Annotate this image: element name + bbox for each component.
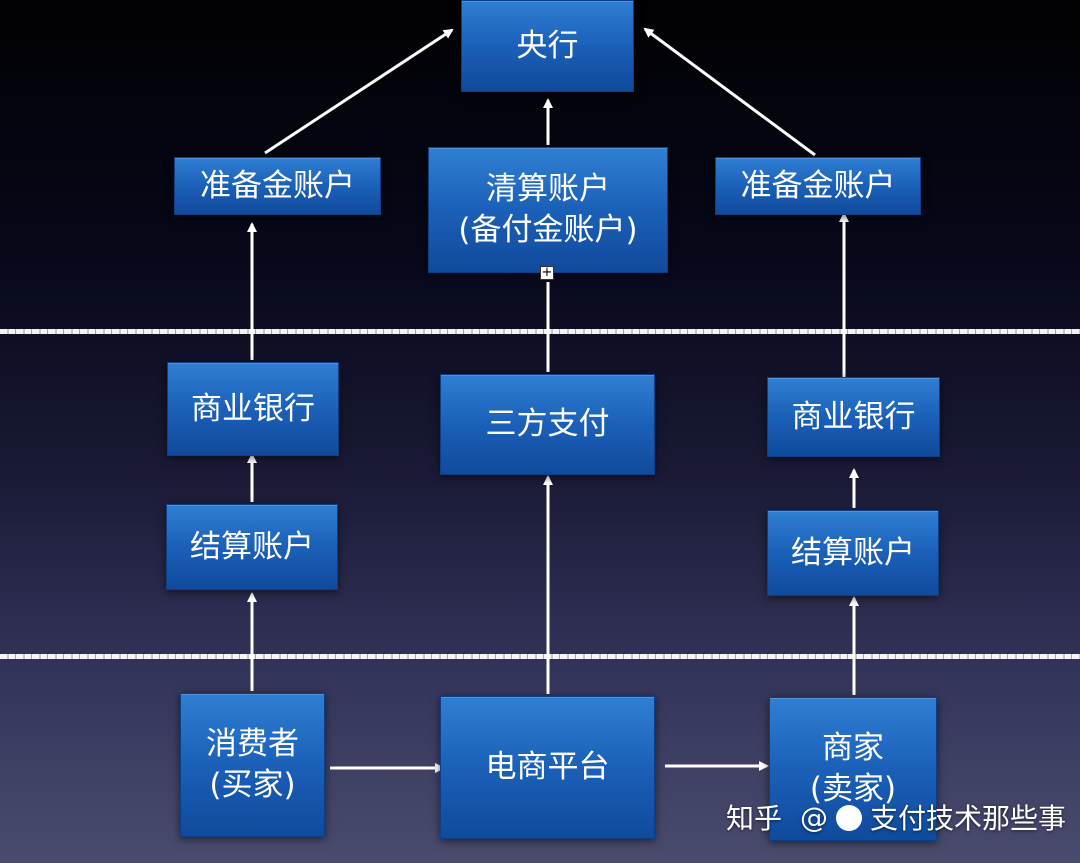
- watermark: 知乎 @ 支付技术那些事: [726, 797, 1066, 837]
- node-consumer-label: 消费者: [206, 726, 299, 763]
- node-ecommerce-platform-label: 电商平台: [485, 749, 610, 786]
- node-settlement-account-right: 结算账户: [767, 510, 939, 596]
- node-consumer-sublabel: (买家): [209, 767, 296, 803]
- watermark-author: 支付技术那些事: [870, 802, 1067, 835]
- node-central-bank-label: 央行: [516, 27, 579, 64]
- node-reserve-account-right-label: 准备金账户: [740, 167, 896, 204]
- arrow-reserve-right-to-central-bank: [643, 27, 816, 157]
- node-reserve-account-left: 准备金账户: [174, 157, 381, 215]
- node-settlement-account-left: 结算账户: [166, 504, 338, 590]
- node-clearing-account: 清算账户 (备付金账户): [428, 147, 668, 273]
- node-commercial-bank-right-label: 商业银行: [791, 398, 916, 435]
- node-settlement-account-left-label: 结算账户: [190, 528, 314, 565]
- node-consumer: 消费者 (买家): [180, 693, 325, 837]
- node-reserve-account-left-label: 准备金账户: [200, 167, 355, 204]
- node-commercial-bank-left-label: 商业银行: [191, 390, 315, 427]
- node-central-bank: 央行: [461, 0, 634, 92]
- node-third-party-payment: 三方支付: [440, 374, 655, 475]
- node-commercial-bank-right: 商业银行: [767, 377, 940, 457]
- node-third-party-payment-label: 三方支付: [485, 406, 610, 443]
- node-settlement-account-right-label: 结算账户: [791, 534, 915, 571]
- watermark-site: 知乎: [726, 802, 783, 835]
- node-commercial-bank-left: 商业银行: [167, 362, 339, 456]
- divider-upper: [0, 329, 1080, 334]
- node-clearing-account-sublabel: (备付金账户): [458, 212, 638, 248]
- plus-square-icon[interactable]: +: [540, 265, 554, 280]
- watermark-at: @: [800, 800, 829, 834]
- node-ecommerce-platform: 电商平台: [440, 696, 655, 839]
- node-merchant-label: 商家: [822, 730, 884, 767]
- node-merchant-sublabel: (卖家): [809, 771, 897, 807]
- arrow-reserve-left-to-central-bank: [264, 28, 454, 155]
- divider-lower: [0, 654, 1080, 659]
- node-reserve-account-right: 准备金账户: [715, 157, 921, 215]
- node-clearing-account-label: 清算账户: [486, 171, 610, 208]
- author-logo-icon: [836, 805, 863, 831]
